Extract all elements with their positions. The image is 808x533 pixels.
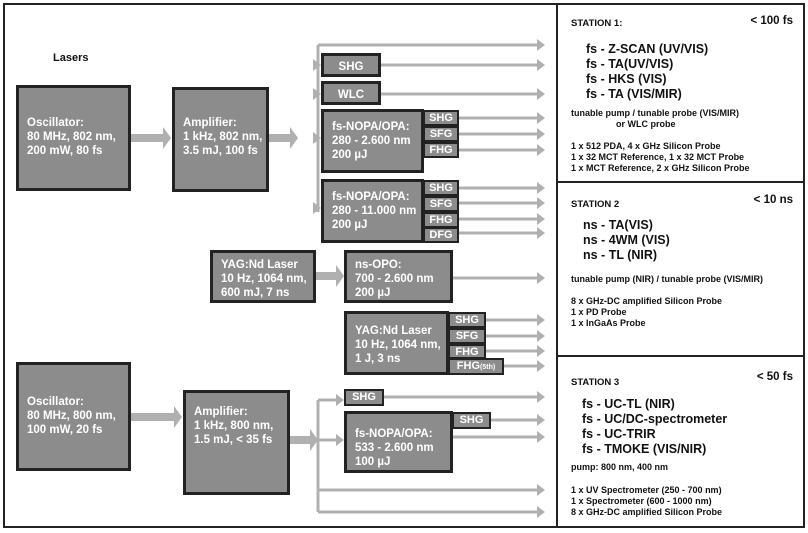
arrow-head xyxy=(537,506,545,518)
yag2-shg: SHG xyxy=(448,312,486,328)
nopa-3: fs-NOPA/OPA: 533 - 2.600 nm 100 µJ xyxy=(344,411,453,473)
arrow-head xyxy=(537,197,545,209)
arrow-head xyxy=(336,265,344,287)
arrow-head xyxy=(163,127,171,149)
station-pump: tunable pump / tunable probe (VIS/MIR) o… xyxy=(571,108,739,129)
nopa-1: fs-NOPA/OPA: 280 - 2.600 nm 200 µJ xyxy=(321,109,424,173)
station-techniques: fs - UC-TL (NIR) fs - UC/DC-spectrometer… xyxy=(582,397,728,456)
yag2-fhg: FHG xyxy=(448,344,486,359)
arrow-head xyxy=(537,272,545,284)
station-detectors: 1 x 512 PDA, 4 x GHz Silicon Probe 1 x 3… xyxy=(571,141,750,173)
arrow-head xyxy=(313,59,321,71)
station-duration: < 100 fs xyxy=(750,15,793,27)
ns-opo: ns-OPO: 700 - 2.600 nm 200 µJ xyxy=(344,250,453,303)
nopa3-shg: SHG xyxy=(452,412,491,429)
arrow-head xyxy=(310,429,318,451)
amplifier-2: Amplifier: 1 kHz, 800 nm, 1.5 mJ, < 35 f… xyxy=(183,390,290,495)
nopa2-sfg: SFG xyxy=(423,196,459,212)
arrow-head xyxy=(336,434,344,446)
station-techniques: fs - Z-SCAN (UV/VIS) fs - TA(UV/VIS) fs … xyxy=(586,42,709,101)
arrow-head xyxy=(537,39,545,51)
wlc: WLC xyxy=(321,81,381,105)
arrow-head xyxy=(537,391,545,403)
station-2-panel: STATION 2 < 10 ns ns - TA(VIS) ns - 4WM … xyxy=(556,181,805,357)
nopa1-fhg: FHG xyxy=(423,142,459,158)
arrow-head xyxy=(537,88,545,100)
oscillator-1: Oscillator: 80 MHz, 802 nm, 200 mW, 80 f… xyxy=(16,85,131,191)
arrow-head xyxy=(537,414,545,426)
station-1-panel: STATION 1: < 100 fs fs - Z-SCAN (UV/VIS)… xyxy=(556,3,805,183)
yag-laser-1: YAG:Nd Laser 10 Hz, 1064 nm, 600 mJ, 7 n… xyxy=(210,250,316,303)
yag-laser-2: YAG:Nd Laser 10 Hz, 1064 nm, 1 J, 3 ns xyxy=(344,311,449,375)
station-title: STATION 2 xyxy=(571,199,620,210)
arrow-head xyxy=(537,144,545,156)
yag2-fhg-5th: FHG(5th) xyxy=(448,358,504,375)
oscillator-2: Oscillator: 80 MHz, 800 nm, 100 mW, 20 f… xyxy=(16,362,131,471)
station-duration: < 10 ns xyxy=(753,194,793,206)
station-detectors: 8 x GHz-DC amplified Silicon Probe 1 x P… xyxy=(571,296,723,328)
station-3-panel: STATION 3 < 50 fs fs - UC-TL (NIR) fs - … xyxy=(556,355,805,528)
station-pump: pump: 800 nm, 400 nm xyxy=(571,462,669,472)
nopa2-shg: SHG xyxy=(423,180,459,196)
arrow-head xyxy=(537,213,545,225)
nopa2-fhg: FHG xyxy=(423,212,459,228)
station-duration: < 50 fs xyxy=(756,371,793,383)
arrow-head xyxy=(313,202,321,214)
arrow-head xyxy=(537,182,545,194)
nopa1-shg: SHG xyxy=(423,110,459,126)
arrow-head xyxy=(537,330,545,342)
yag2-sfg: SFG xyxy=(448,328,486,344)
arrow-head xyxy=(313,132,321,144)
shg-top: SHG xyxy=(321,53,381,77)
station-title: STATION 3 xyxy=(571,377,620,388)
arrow-head xyxy=(537,431,545,443)
lasers-title: Lasers xyxy=(53,52,89,64)
arrow-head xyxy=(336,394,344,406)
arrow-head xyxy=(537,112,545,124)
arrow-head xyxy=(537,345,545,357)
arrow-head xyxy=(537,227,545,239)
station-title: STATION 1: xyxy=(571,18,623,29)
arrow-head xyxy=(537,484,545,496)
nopa2-dfg: DFG xyxy=(423,227,459,243)
fhg-label: FHG xyxy=(456,360,481,372)
arrow-head xyxy=(174,406,182,428)
nopa1-sfg: SFG xyxy=(423,126,459,142)
arrow-head xyxy=(537,314,545,326)
station-techniques: ns - TA(VIS) ns - 4WM (VIS) ns - TL (NIR… xyxy=(583,218,670,262)
station-detectors: 1 x UV Spectrometer (250 - 700 nm) 1 x S… xyxy=(571,485,723,517)
amplifier-1: Amplifier: 1 kHz, 802 nm, 3.5 mJ, 100 fs xyxy=(172,87,269,192)
arrow-head xyxy=(313,88,321,100)
station-pump: tunable pump (NIR) / tunable probe (VIS/… xyxy=(571,274,763,284)
fhg-subscript: (5th) xyxy=(480,364,496,371)
nopa-2: fs-NOPA/OPA: 280 - 11.000 nm 200 µJ xyxy=(321,179,424,243)
arrow-head xyxy=(290,127,298,149)
arrow-head xyxy=(537,59,545,71)
arrow-head xyxy=(537,360,545,372)
shg-bottom: SHG xyxy=(344,389,384,406)
arrow-head xyxy=(537,128,545,140)
